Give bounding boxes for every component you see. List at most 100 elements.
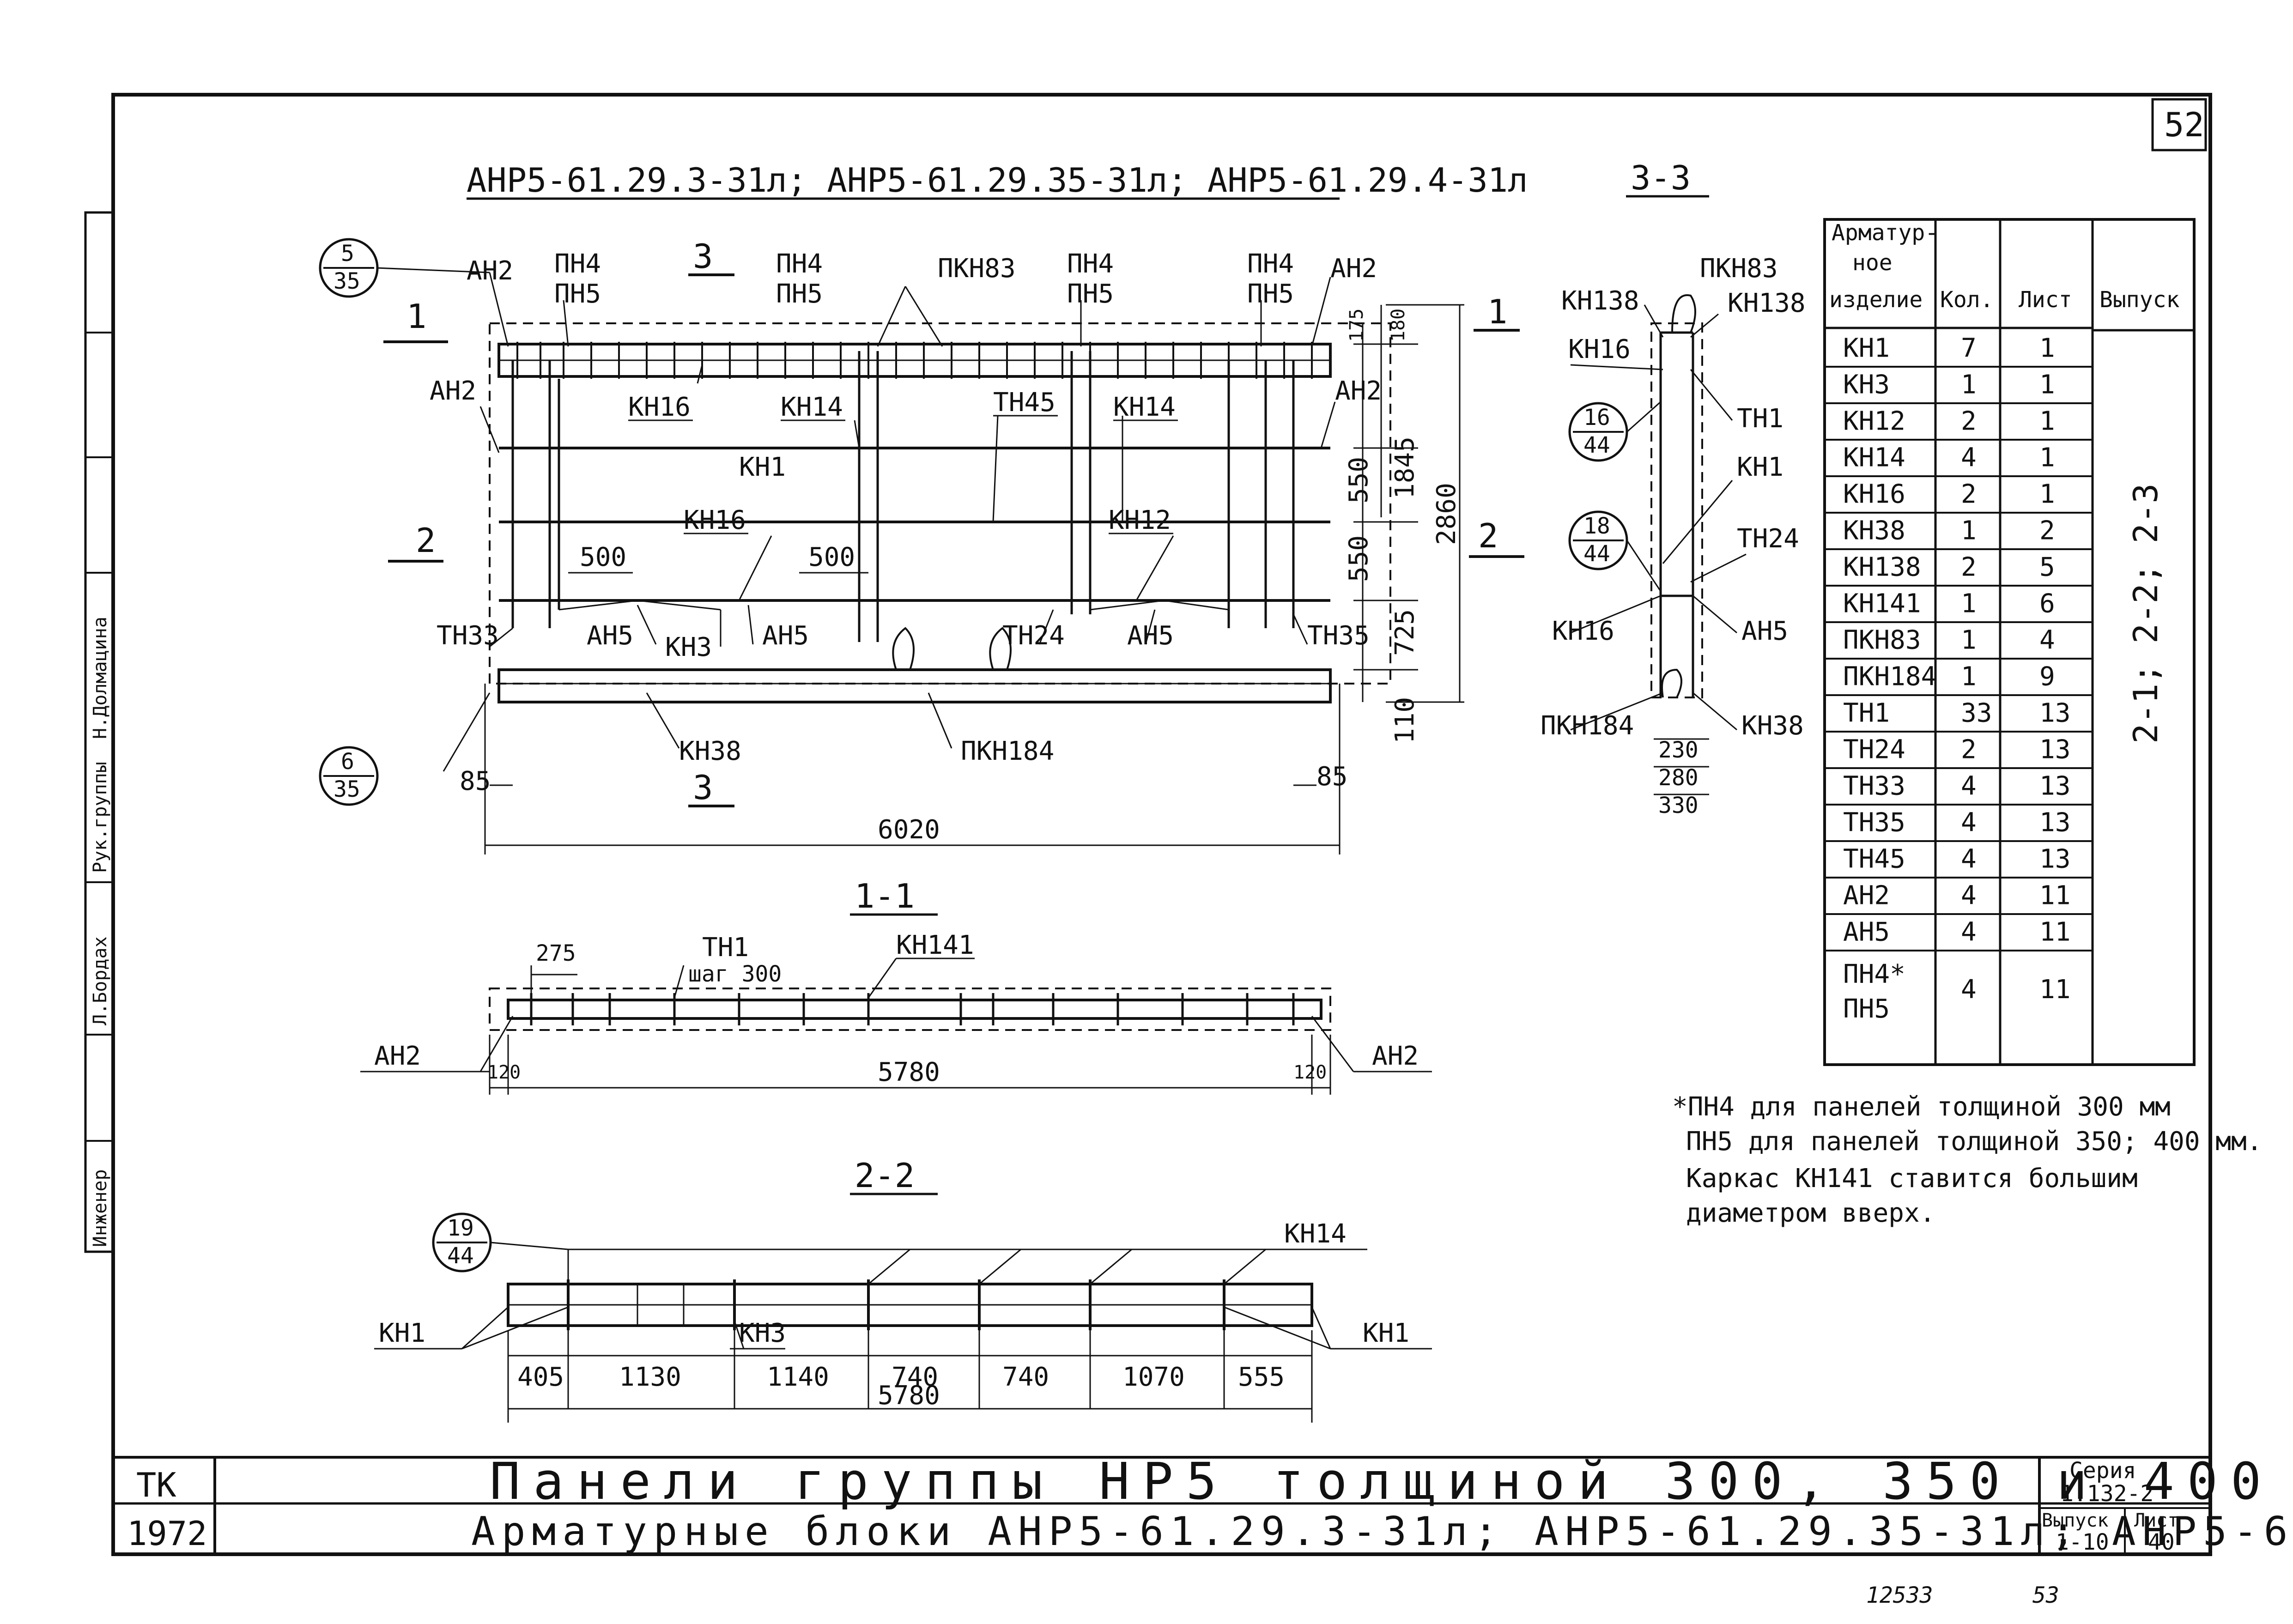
s22-dim-3: 740 xyxy=(892,1362,938,1392)
callout-5-35: 5 35 xyxy=(319,238,490,298)
title-org: ТК xyxy=(136,1466,176,1504)
label-pn5-4: ПН5 xyxy=(1247,279,1294,309)
table-cell-qty: 1 xyxy=(1961,662,1977,692)
s33-d280: 280 xyxy=(1658,765,1699,791)
s22-kn1a: КН1 xyxy=(379,1318,425,1348)
label-kn14-b: КН14 xyxy=(1113,392,1176,422)
title-series-label: Серия xyxy=(2069,1458,2136,1484)
table-cell-sheet: 13 xyxy=(2039,844,2070,874)
s33-kn1: КН1 xyxy=(1737,452,1783,482)
table-cell-item: КН12 xyxy=(1843,406,1905,436)
section-1-1-title: 1-1 xyxy=(855,877,915,915)
s22-dim-2: 1140 xyxy=(767,1362,829,1392)
th-issue: Выпуск xyxy=(2099,287,2179,313)
table-cell-qty: 33 xyxy=(1961,698,1992,728)
table-cell-item: ПН4* xyxy=(1843,959,1905,989)
table-cell-sheet: 6 xyxy=(2039,589,2055,619)
table-cell-qty: 1 xyxy=(1961,370,1977,400)
table-cell-qty: 2 xyxy=(1961,552,1977,582)
callout-18-44-top: 18 xyxy=(1583,513,1610,539)
label-kn1: КН1 xyxy=(739,452,786,482)
s33-ah5: АН5 xyxy=(1741,616,1788,646)
label-pn4-2: ПН4 xyxy=(776,249,823,279)
label-pkn184: ПКН184 xyxy=(961,736,1054,766)
s33-th1: ТН1 xyxy=(1737,404,1783,434)
s22-kn14: КН14 xyxy=(1284,1219,1347,1249)
table-cell-item: ПКН83 xyxy=(1843,625,1921,655)
table-cell-qty: 4 xyxy=(1961,881,1977,911)
table-cell-sheet: 1 xyxy=(2039,406,2055,436)
dim-550b: 550 xyxy=(1344,535,1374,582)
table-cell-sheet: 4 xyxy=(2039,625,2055,655)
title-block: ТК 1972 Панели группы НР5 толщиной 300, … xyxy=(127,1452,2293,1555)
label-th24: ТН24 xyxy=(1002,621,1065,651)
table-cell-qty: 7 xyxy=(1961,333,1977,364)
dim-175: 175 xyxy=(1346,309,1367,342)
label-ah5-b: АН5 xyxy=(762,621,809,651)
table-cell-qty: 1 xyxy=(1961,625,1977,655)
dim-85b: 85 xyxy=(1316,762,1347,792)
s22-dim-5: 1070 xyxy=(1122,1362,1185,1392)
signature-sidebar: Инженер Л.Бордах Рук.группы Н.Долмацина xyxy=(84,211,115,1253)
note-3: Каркас КН141 ставится большим xyxy=(1686,1163,2138,1194)
bottom-number-right: 53 xyxy=(2032,1582,2059,1608)
s22-dim-0: 405 xyxy=(517,1362,564,1392)
label-kn38: КН38 xyxy=(679,736,741,766)
s11-ah2a: АН2 xyxy=(374,1041,421,1071)
table-issue-value: 2-1; 2-2; 2-3 xyxy=(2126,483,2165,744)
section-2-2: 2-2 xyxy=(374,1156,1432,1423)
note-4: диаметром вверх. xyxy=(1686,1198,1935,1228)
s33-pkn184: ПКН184 xyxy=(1541,711,1634,741)
s11-th1: ТН1 xyxy=(702,933,749,963)
callout-6-35-top: 6 xyxy=(341,749,354,775)
label-pn5-3: ПН5 xyxy=(1067,279,1114,309)
table-cell-item: ПН5 xyxy=(1843,994,1890,1024)
table-cell-item: АН5 xyxy=(1843,917,1890,947)
table-cell-qty: 4 xyxy=(1961,808,1977,838)
sidebar-check: Н.Долмацина xyxy=(90,617,111,739)
callout-16-44-bottom: 44 xyxy=(1583,432,1610,458)
table-cell-item: КН141 xyxy=(1843,589,1921,619)
title-sheet-value: 40 xyxy=(2148,1529,2175,1555)
title-year: 1972 xyxy=(127,1514,207,1553)
table-cell-qty: 2 xyxy=(1961,735,1977,765)
table-cell-sheet: 9 xyxy=(2039,662,2055,692)
cut-3-top: 3 xyxy=(693,237,713,276)
s22-dim-1: 1130 xyxy=(619,1362,681,1392)
s33-th24: ТН24 xyxy=(1737,524,1799,554)
s33-d330: 330 xyxy=(1658,793,1699,818)
table-cell-item: КН138 xyxy=(1843,552,1921,582)
note-2: ПН5 для панелей толщиной 350; 400 мм. xyxy=(1686,1127,2262,1157)
s22-dim-4: 740 xyxy=(1002,1362,1049,1392)
title-series-value: 1.132-2 xyxy=(2060,1481,2153,1507)
label-ah5-a: АН5 xyxy=(587,621,633,651)
section-1-1: 1-1 275 ТН1 ш xyxy=(360,877,1432,1095)
label-ah2-tr: АН2 xyxy=(1330,254,1377,284)
label-ah2-l: АН2 xyxy=(430,376,476,406)
drawing-header-title: АНР5-61.29.3-31л; АНР5-61.29.35-31л; АНР… xyxy=(467,161,1528,200)
table-cell-qty: 4 xyxy=(1961,975,1977,1005)
table-cell-sheet: 13 xyxy=(2039,698,2070,728)
table-cell-item: КН3 xyxy=(1843,370,1890,400)
cut-1-left: 1 xyxy=(406,297,426,336)
bottom-number-left: 12533 xyxy=(1866,1582,1933,1608)
table-cell-qty: 4 xyxy=(1961,771,1977,801)
label-pn4-3: ПН4 xyxy=(1067,249,1114,279)
label-kn12: КН12 xyxy=(1109,505,1171,535)
table-cell-qty: 4 xyxy=(1961,844,1977,874)
s33-d230: 230 xyxy=(1658,737,1699,763)
table-cell-item: ТН33 xyxy=(1843,771,1905,801)
table-cell-item: КН16 xyxy=(1843,479,1905,509)
th-item-1: Арматур- xyxy=(1832,220,1938,246)
table-cell-qty: 4 xyxy=(1961,443,1977,473)
title-issue-label: Выпуск xyxy=(2042,1510,2109,1531)
s33-kn38: КН38 xyxy=(1741,711,1804,741)
table-cell-item: АН2 xyxy=(1843,881,1890,911)
callout-18-44-bottom: 44 xyxy=(1583,541,1610,567)
page-number: 52 xyxy=(2164,105,2204,144)
dim-1845: 1845 xyxy=(1390,436,1420,499)
table-cell-sheet: 2 xyxy=(2039,516,2055,546)
cut-2-right: 2 xyxy=(1478,516,1498,555)
callout-6-35: 6 35 xyxy=(319,746,379,806)
s11-ah2b: АН2 xyxy=(1372,1041,1419,1071)
